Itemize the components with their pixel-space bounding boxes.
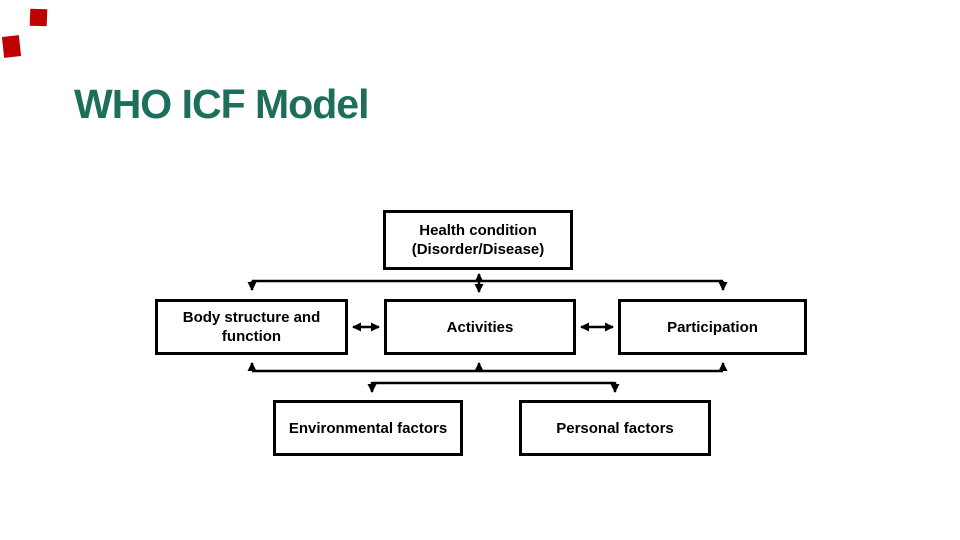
- box-body-structure-function-label: Body structure and function: [182, 309, 321, 345]
- slide-title: WHO ICF Model: [74, 81, 369, 128]
- box-activities-label: Activities: [446, 318, 514, 336]
- box-personal-factors: Personal factors: [519, 400, 711, 456]
- box-body-structure-function: Body structure and function: [155, 299, 348, 355]
- box-participation-label: Participation: [667, 318, 758, 336]
- box-health-condition-label-line1: Health condition: [419, 222, 537, 239]
- box-health-condition-label-line2: (Disorder/Disease): [411, 241, 545, 258]
- box-health-condition: Health condition (Disorder/Disease): [383, 210, 573, 270]
- decorative-red-square-left: [1, 35, 22, 58]
- box-environmental-factors: Environmental factors: [273, 400, 463, 456]
- box-personal-factors-label: Personal factors: [556, 419, 674, 437]
- box-participation: Participation: [618, 299, 807, 355]
- box-activities: Activities: [384, 299, 576, 355]
- decorative-red-square-top: [29, 8, 48, 27]
- box-environmental-factors-label: Environmental factors: [288, 419, 448, 437]
